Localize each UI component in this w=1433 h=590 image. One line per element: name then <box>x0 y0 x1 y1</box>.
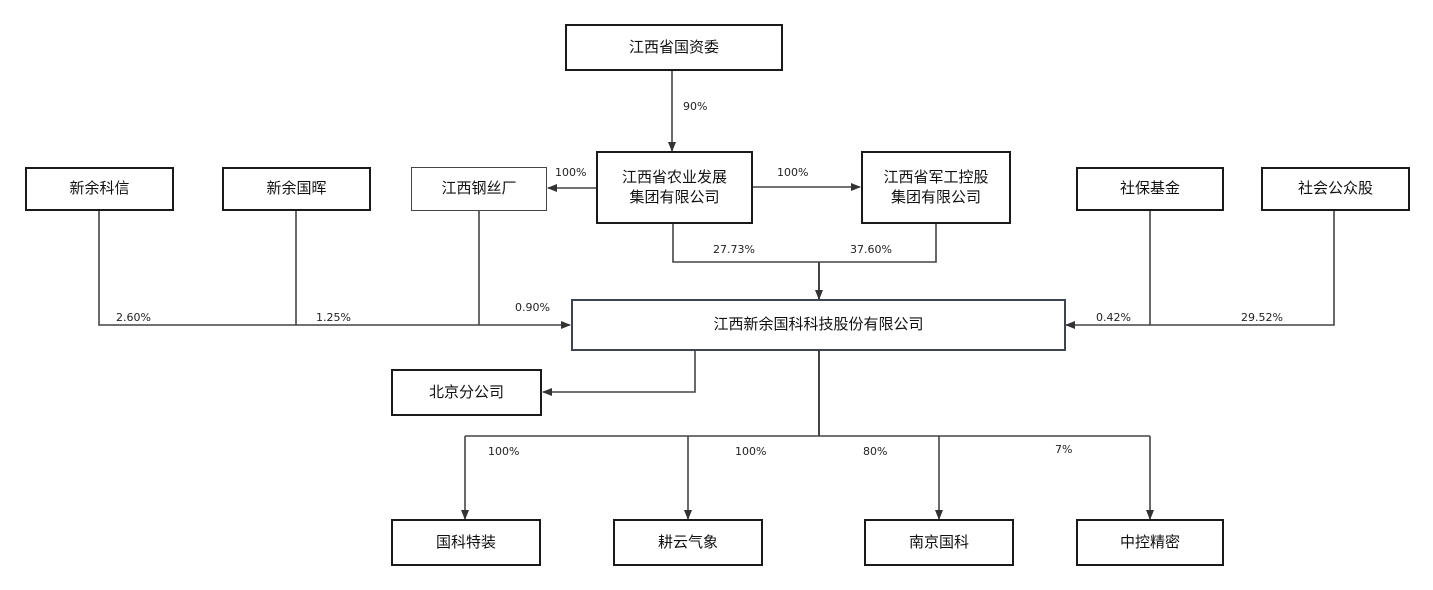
label-military-main: 37.60% <box>850 243 892 256</box>
label-agri-military: 100% <box>777 166 809 179</box>
node-public-shares: 社会公众股 <box>1261 167 1410 211</box>
edge-kexin-to-main <box>98 211 571 329</box>
node-social-security: 社保基金 <box>1076 167 1224 211</box>
label-public-main: 29.52% <box>1241 311 1283 324</box>
label-main-tezhuang: 100% <box>488 445 520 458</box>
label-main-zhongkong: 7% <box>1055 443 1073 456</box>
label-agri-main: 27.73% <box>713 243 755 256</box>
node-guoke-tezhuang: 国科特装 <box>391 519 541 566</box>
node-jx-sasac: 江西省国资委 <box>565 24 783 71</box>
edge-agri-to-main <box>672 224 819 263</box>
edge-main-to-beijing <box>542 351 696 396</box>
node-jx-agri: 江西省农业发展 集团有限公司 <box>596 151 753 224</box>
label-guohui-main: 1.25% <box>316 311 351 324</box>
edge-military-to-main <box>819 224 937 263</box>
node-jx-gangsi: 江西钢丝厂 <box>411 167 547 211</box>
label-main-nanjing: 80% <box>863 445 888 458</box>
label-main-gengyun: 100% <box>735 445 767 458</box>
label-sasac-agri: 90% <box>683 100 708 113</box>
node-main-company: 江西新余国科科技股份有限公司 <box>571 299 1066 351</box>
label-kexin-main: 2.60% <box>116 311 151 324</box>
node-jx-military: 江西省军工控股 集团有限公司 <box>861 151 1011 224</box>
edge-public-to-main <box>1065 211 1335 329</box>
node-zhongkong-jingmi: 中控精密 <box>1076 519 1224 566</box>
node-beijing-branch: 北京分公司 <box>391 369 542 416</box>
label-agri-gangsi: 100% <box>555 166 587 179</box>
label-social-main: 0.42% <box>1096 311 1131 324</box>
label-gangsi-main: 0.90% <box>515 301 550 314</box>
node-gengyun-qixiang: 耕云气象 <box>613 519 763 566</box>
node-xinyu-guohui: 新余国晖 <box>222 167 371 211</box>
node-xinyu-kexin: 新余科信 <box>25 167 174 211</box>
node-nanjing-guoke: 南京国科 <box>864 519 1014 566</box>
